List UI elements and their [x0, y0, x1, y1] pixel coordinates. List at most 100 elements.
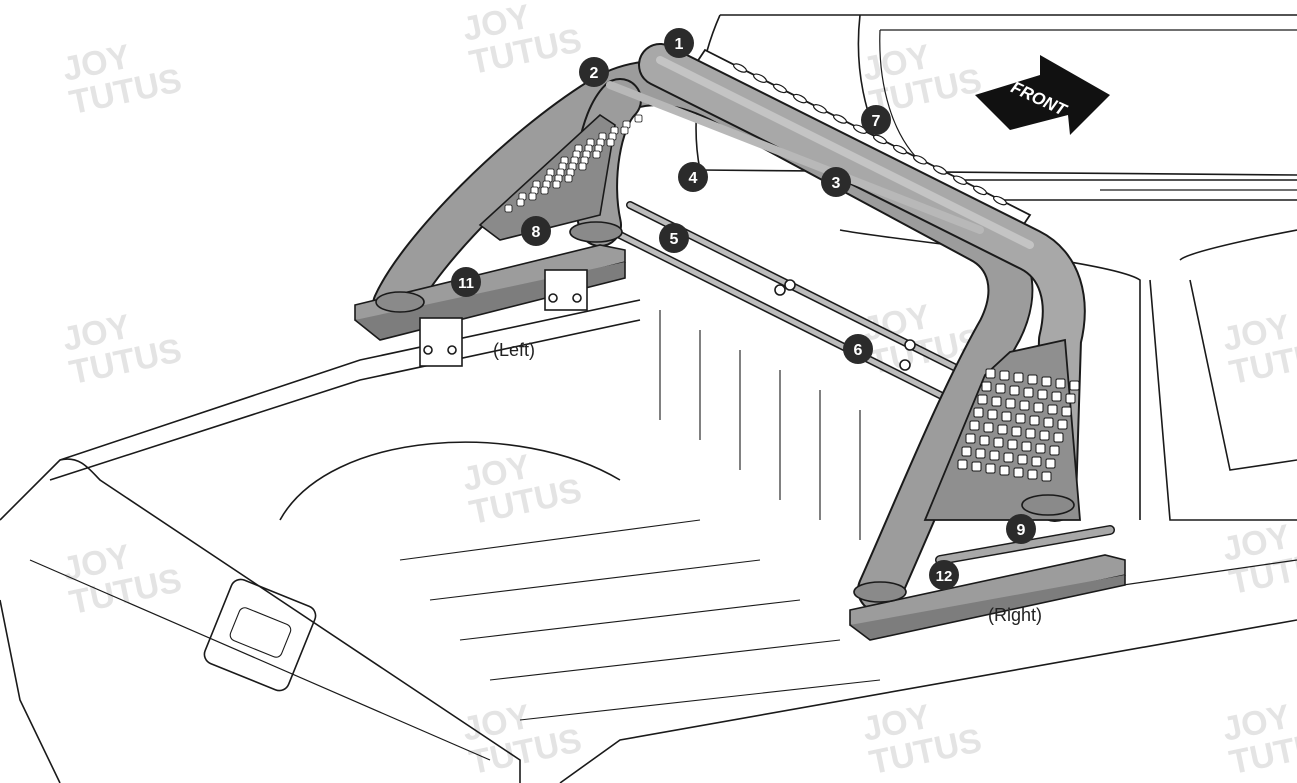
mesh-hole: [981, 381, 992, 392]
mesh-hole: [1031, 456, 1042, 467]
callout-number: 2: [590, 65, 599, 82]
callout-9: 9: [1006, 514, 1036, 544]
mesh-hole: [528, 192, 537, 201]
mesh-hole: [634, 114, 643, 123]
mesh-hole: [957, 459, 968, 470]
left-side-label: (Left): [493, 340, 535, 360]
mesh-hole: [987, 409, 998, 420]
mesh-hole: [1041, 471, 1052, 482]
mesh-hole: [1005, 398, 1016, 409]
callout-1: 1: [664, 28, 694, 58]
mesh-hole: [999, 370, 1010, 381]
mesh-hole: [977, 394, 988, 405]
mount-slot: [993, 195, 1007, 206]
mesh-hole: [989, 450, 1000, 461]
mesh-hole: [973, 407, 984, 418]
roll-bar-tubes: [372, 43, 1086, 613]
mount-slot: [893, 144, 907, 155]
mesh-hole: [1057, 419, 1068, 430]
left-base-bracket: [354, 221, 626, 367]
mesh-hole: [1033, 402, 1044, 413]
mount-slot: [853, 124, 867, 134]
callout-badge: [659, 223, 689, 253]
mount-slot: [833, 114, 847, 124]
mesh-hole: [1015, 413, 1026, 424]
mesh-hole: [1019, 400, 1030, 411]
mount-slot: [933, 165, 947, 175]
mesh-hole: [1001, 411, 1012, 422]
right-base-bracket: [849, 494, 1126, 641]
callout-6: 6: [843, 334, 873, 364]
callout-badge: [521, 216, 551, 246]
mesh-hole: [961, 446, 972, 457]
callout-number: 4: [689, 170, 698, 187]
mount-slot: [733, 63, 747, 73]
mesh-hole: [1047, 404, 1058, 415]
callout-badge: [579, 57, 609, 87]
mesh-hole: [1027, 469, 1038, 480]
mount-slot: [913, 155, 927, 165]
mesh-hole: [999, 465, 1010, 476]
mesh-hole: [1037, 389, 1048, 400]
right-mesh-panel: [923, 338, 1081, 521]
mesh-hole: [993, 437, 1004, 448]
mesh-hole: [1039, 430, 1050, 441]
mesh-hole: [1009, 385, 1020, 396]
mesh-hole: [1053, 432, 1064, 443]
callout-3: 3: [821, 167, 851, 197]
mesh-hole: [606, 138, 615, 147]
mesh-hole: [985, 368, 996, 379]
callout-badge: [664, 28, 694, 58]
mesh-hole: [1055, 378, 1066, 389]
mesh-hole: [1041, 376, 1052, 387]
mount-slot: [973, 185, 987, 196]
mesh-hole: [1023, 387, 1034, 398]
mesh-hole: [991, 396, 1002, 407]
mesh-hole: [592, 150, 601, 159]
callout-badge: [678, 162, 708, 192]
mesh-hole: [1021, 441, 1032, 452]
mesh-hole: [969, 420, 980, 431]
mesh-hole: [995, 383, 1006, 394]
mesh-hole: [1027, 374, 1038, 385]
mesh-hole: [1045, 458, 1056, 469]
callout-number: 11: [458, 275, 474, 292]
mount-slot: [793, 93, 807, 104]
callout-number: 1: [675, 36, 684, 53]
mesh-hole: [975, 448, 986, 459]
mesh-hole: [1013, 467, 1024, 478]
callout-number: 12: [936, 568, 953, 585]
callout-badge: [1006, 514, 1036, 544]
callout-2: 2: [579, 57, 609, 87]
callout-badge: [929, 560, 959, 590]
mesh-hole: [997, 424, 1008, 435]
callout-number: 6: [854, 342, 863, 359]
callout-number: 5: [670, 231, 679, 248]
mesh-hole: [1011, 426, 1022, 437]
mesh-hole: [1051, 391, 1062, 402]
callout-number: 9: [1017, 522, 1026, 539]
callout-badge: [821, 167, 851, 197]
mount-slot: [813, 104, 827, 114]
mesh-hole: [1017, 454, 1028, 465]
mesh-hole: [552, 180, 561, 189]
mesh-hole: [1061, 406, 1072, 417]
callout-number: 3: [832, 175, 841, 192]
mesh-hole: [965, 433, 976, 444]
mount-slot: [953, 175, 967, 185]
callout-8: 8: [521, 216, 551, 246]
front-direction-arrow: FRONT: [975, 55, 1110, 135]
callout-badge: [451, 267, 481, 297]
mesh-hole: [971, 461, 982, 472]
callout-badge: [843, 334, 873, 364]
